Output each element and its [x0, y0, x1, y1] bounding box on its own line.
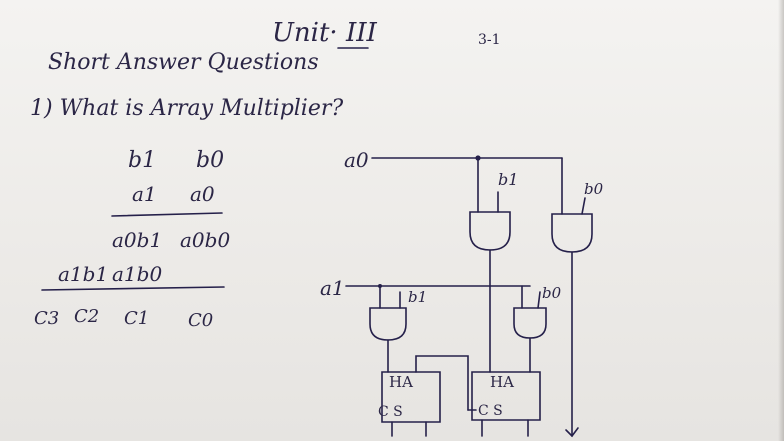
label-b1: b1: [498, 170, 519, 189]
result-c3: C3: [34, 308, 60, 329]
partial-product-a1b0: a1b0: [112, 262, 163, 286]
half-adder-1-label: HA: [389, 373, 413, 391]
junction-dot-2: [378, 284, 382, 288]
and-gate-a0b0: [551, 213, 593, 253]
page-number: 3-1: [478, 32, 501, 48]
half-adder-1: [381, 371, 441, 423]
and-gate-a1b0: [513, 307, 547, 339]
and-gate-a0b1: [469, 211, 511, 251]
rule-line-2: [41, 286, 225, 291]
wire-b0-top: [581, 197, 586, 215]
half-adder-1-ports: C S: [378, 404, 403, 420]
question-text: 1) What is Array Multiplier?: [30, 96, 344, 121]
partial-product-a0b0: a0b0: [180, 228, 231, 252]
half-adder-2-ports: C S: [478, 403, 503, 419]
result-c1: C1: [124, 308, 150, 329]
wire-b0-low: [537, 291, 541, 309]
label-a1: a1: [320, 276, 345, 300]
junction-dot: [475, 155, 481, 161]
label-b0-top: b0: [584, 180, 604, 198]
label-a0: a0: [344, 148, 369, 172]
unit-title: Unit· III: [272, 18, 377, 48]
half-adder-2-label: HA: [490, 373, 514, 391]
page-edge-shadow: [778, 0, 784, 441]
multiplicand-b1: b1: [128, 148, 157, 173]
partial-product-a0b1: a0b1: [112, 228, 163, 252]
result-c2: C2: [74, 306, 100, 327]
partial-product-a1b1: a1b1: [58, 262, 109, 286]
multiplicand-b0: b0: [196, 148, 225, 173]
label-b0-low: b0: [542, 284, 562, 302]
multiplier-a0: a0: [190, 182, 215, 206]
and-gate-a1b1: [369, 307, 407, 341]
rule-line-1: [111, 212, 223, 217]
section-heading: Short Answer Questions: [48, 50, 319, 75]
wire-out-arrow: [565, 427, 579, 438]
wire-carry-link: [415, 355, 469, 411]
half-adder-2: [471, 371, 541, 421]
result-c0: C0: [188, 310, 214, 331]
multiplier-a1: a1: [132, 182, 157, 206]
label-b1-low: b1: [408, 288, 428, 306]
